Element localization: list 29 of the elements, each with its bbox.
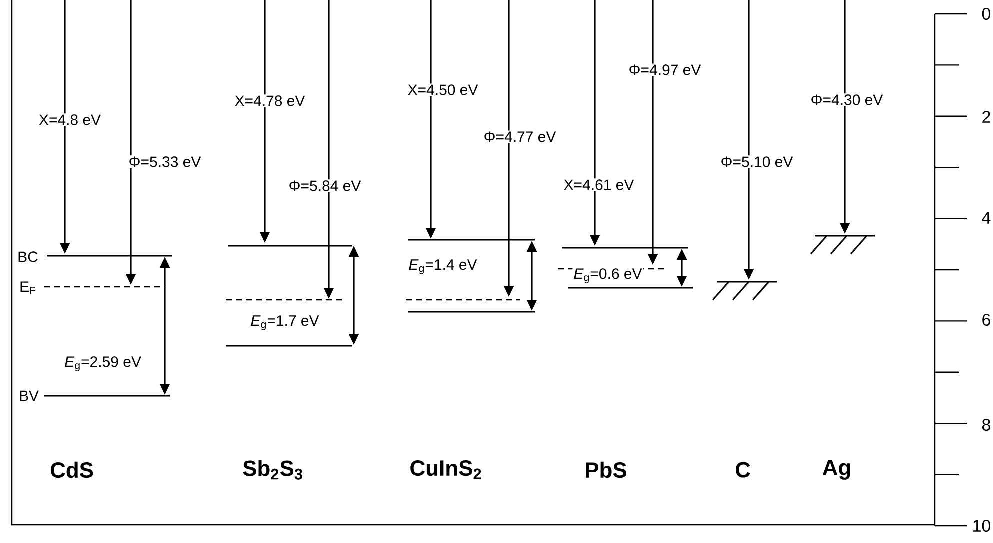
energy-value-label: E$_{g}$=2.59 eV	[64, 356, 142, 372]
material-name: Sb$_{2}$S$_{3}$	[243, 460, 302, 480]
material-name: PbS	[586, 462, 627, 478]
energy-value-label: E$_{g}$=1.4 eV	[408, 258, 478, 276]
energy-value-label: X=4.78 eV	[234, 94, 306, 108]
tick-label: 6	[982, 314, 990, 326]
tick-label: 4	[982, 212, 991, 224]
energy-value-label: X=4.8 eV	[38, 114, 102, 126]
level-label: BV	[20, 390, 39, 402]
tick-label: 2	[982, 111, 990, 123]
energy-value-label: Φ=5.84 eV	[288, 180, 362, 192]
level-label: BC	[18, 252, 38, 262]
energy-value-label: X=4.61 eV	[562, 178, 636, 192]
energy-value-label: Φ=4.97 eV	[628, 64, 702, 76]
tick-label: 10	[974, 520, 991, 532]
material-name: CuInS$_{2}$	[410, 460, 482, 480]
material-name: C	[736, 462, 750, 478]
material-name: CdS	[50, 462, 94, 478]
energy-value-label: Φ=5.10 eV	[720, 156, 794, 168]
tick-label: 8	[982, 418, 990, 432]
energy-value-label: E$_{g}$=0.6 eV	[572, 268, 644, 284]
material-name: Ag	[822, 460, 850, 480]
level-label: E$_{F}$	[20, 282, 36, 294]
energy-value-label: X=4.50 eV	[406, 84, 480, 96]
energy-value-label: Φ=5.33 eV	[128, 156, 202, 168]
energy-value-label: Φ=4.30 eV	[810, 94, 884, 106]
tick-label: 0	[982, 8, 991, 20]
energy-value-label: E$_{g}$=1.7 eV	[250, 314, 320, 332]
energy-value-label: Φ=4.77 eV	[482, 130, 558, 144]
